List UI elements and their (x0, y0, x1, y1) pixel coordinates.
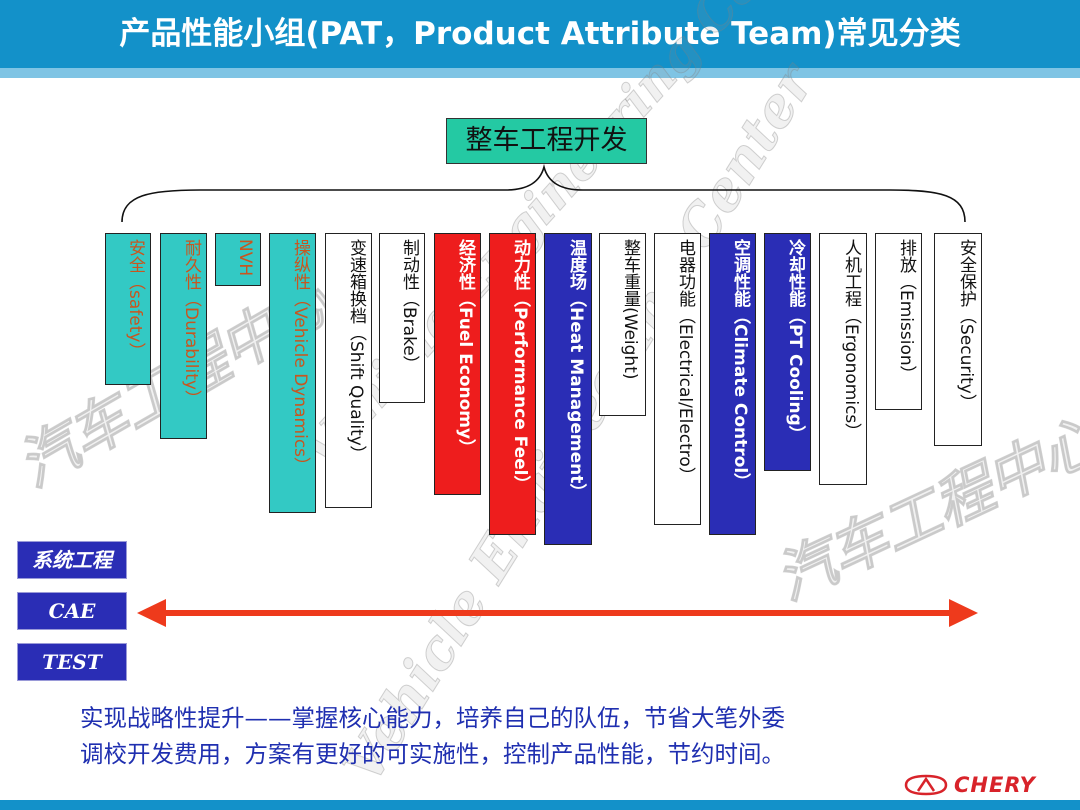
category-weight: 整车重量(Weight) (599, 233, 646, 416)
category-climate-control: 空调性能（Climate Control） (709, 233, 756, 535)
chery-emblem-icon (904, 774, 948, 796)
logo-text: CHERY (954, 773, 1036, 797)
footer-bar (0, 800, 1080, 810)
chery-logo: CHERY (902, 772, 1036, 798)
category-durability: 耐久性（Durability） (160, 233, 207, 439)
category-nvh: NVH (215, 233, 261, 286)
category-shift-quality: 变速箱换档（Shift Quality） (325, 233, 372, 508)
category-security: 安全保护（Security） (934, 233, 982, 446)
category-heat-management: 温度场（Heat Management） (544, 233, 592, 545)
category-fuel-economy: 经济性（Fuel Economy） (434, 233, 481, 495)
category-vehicle-dynamics: 操纵性（Vehicle Dynamics） (269, 233, 316, 513)
page-title: 产品性能小组(PAT，Product Attribute Team)常见分类 (119, 16, 961, 52)
summary-line-1: 实现战略性提升——掌握核心能力，培养自己的队伍，节省大笔外委 (80, 704, 785, 732)
title-bar (0, 0, 1080, 68)
system-engineering-button[interactable]: 系统工程 (17, 541, 127, 579)
root-node: 整车工程开发 (446, 118, 647, 164)
category-pt-cooling: 冷却性能（PT Cooling） (764, 233, 811, 471)
category-brake: 制动性（Brake） (379, 233, 425, 403)
test-button[interactable]: TEST (17, 643, 127, 681)
category-brace (121, 163, 966, 223)
category-performance-feel: 动力性（Performance Feel） (489, 233, 536, 535)
category-safety: 安全（safety） (105, 233, 151, 385)
category-electrical: 电器功能（Electrical/Electro） (654, 233, 701, 525)
cae-button[interactable]: CAE (17, 592, 127, 630)
summary-line-2: 调校开发费用，方案有更好的可实施性，控制产品性能，节约时间。 (80, 740, 785, 768)
title-underline (0, 68, 1080, 78)
category-ergonomics: 人机工程（Ergonomics） (819, 233, 867, 485)
category-emission: 排放（Emission） (875, 233, 922, 410)
